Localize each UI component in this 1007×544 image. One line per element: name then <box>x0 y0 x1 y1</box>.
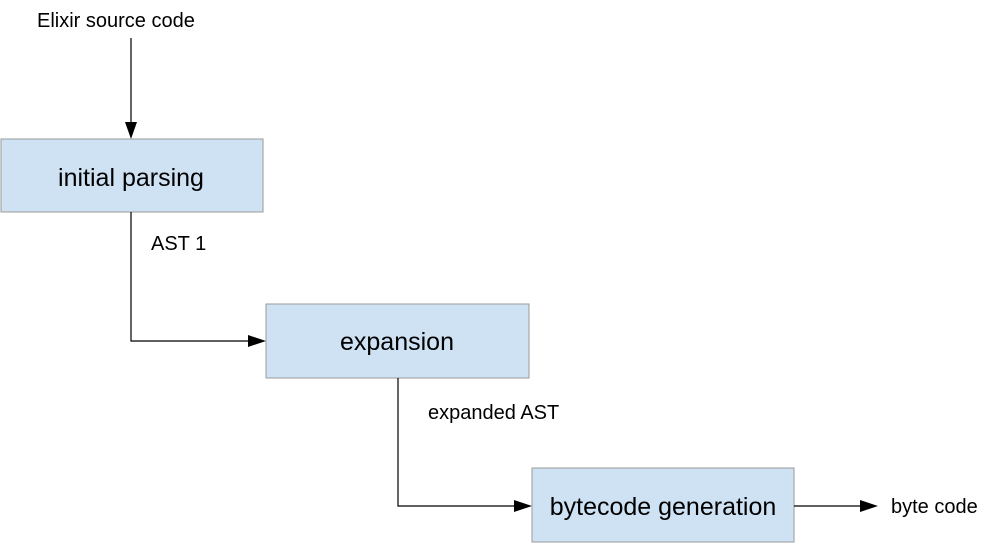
input-label: Elixir source code <box>37 10 195 32</box>
arrow-input-to-parsing <box>125 38 137 139</box>
edge-label-ast-1: AST 1 <box>151 233 206 255</box>
output-label: byte code <box>891 496 978 518</box>
node-expansion-label: expansion <box>340 328 454 356</box>
node-initial-parsing: initial parsing <box>0 138 264 213</box>
arrow-generation-to-output <box>794 500 878 512</box>
node-bytecode-generation: bytecode generation <box>531 467 795 543</box>
node-expansion: expansion <box>265 303 530 379</box>
edge-label-expanded-ast: expanded AST <box>428 402 559 424</box>
arrow-expansion-to-generation <box>397 378 532 512</box>
node-initial-parsing-label: initial parsing <box>58 164 204 192</box>
node-bytecode-generation-label: bytecode generation <box>550 493 777 521</box>
arrow-parsing-to-expansion <box>130 212 266 347</box>
